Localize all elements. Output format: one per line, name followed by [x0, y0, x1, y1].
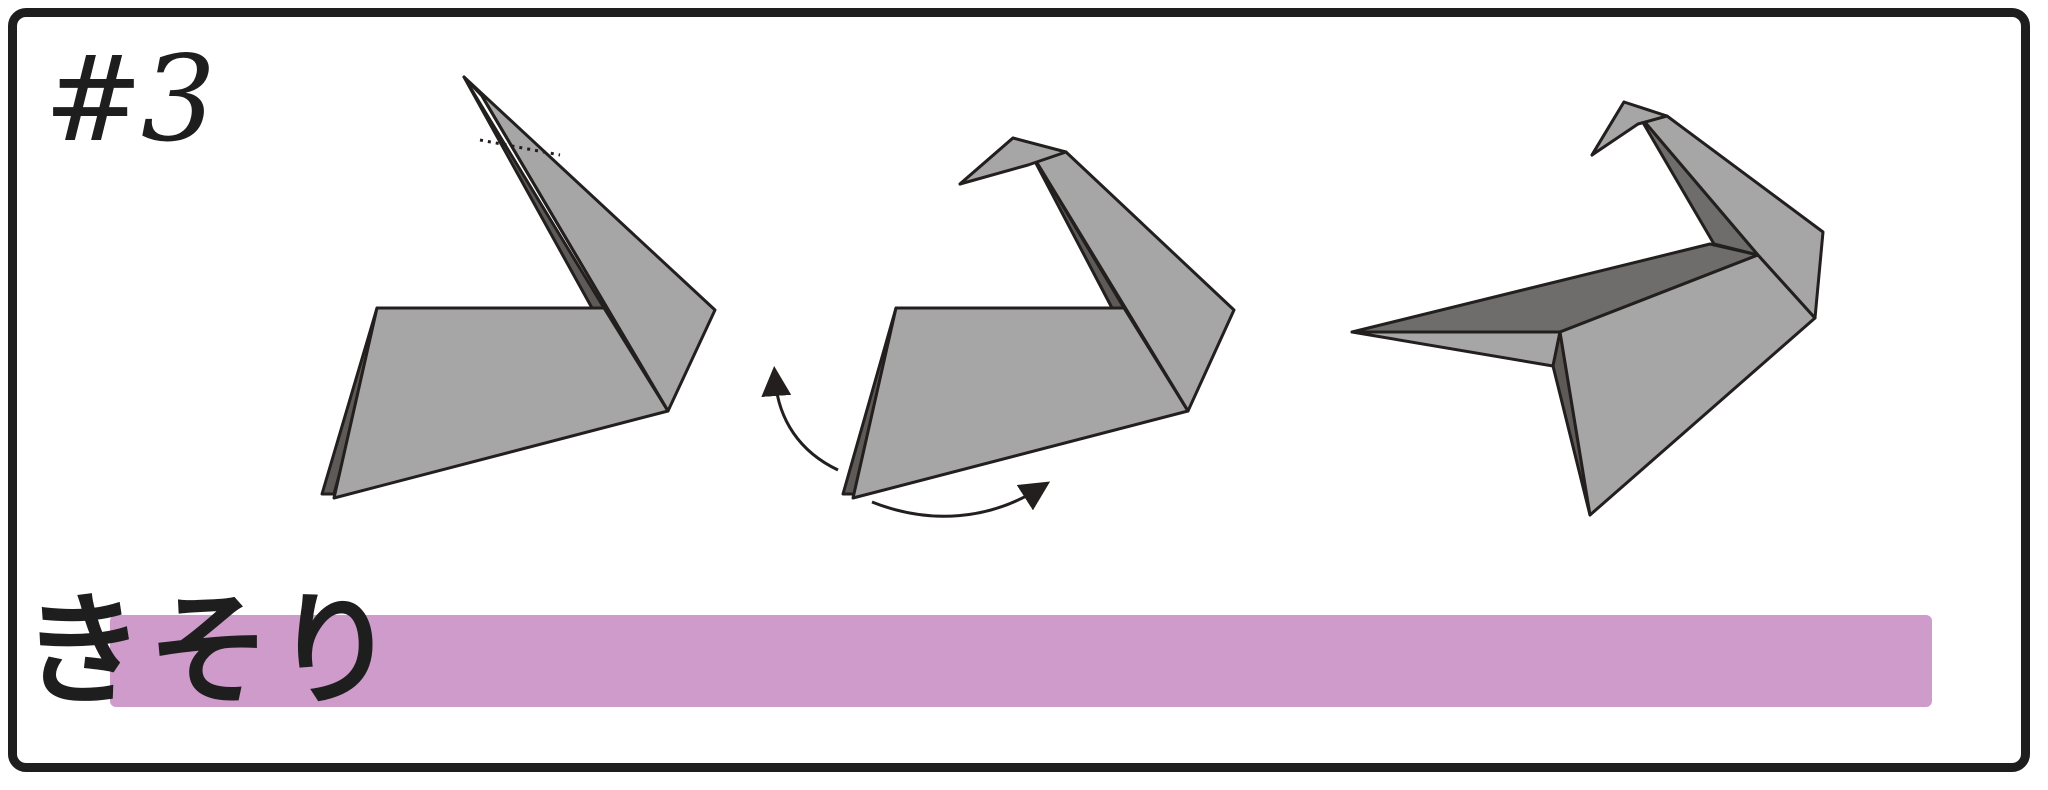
title-highlight-bar [110, 615, 1932, 707]
body-panel [851, 306, 1190, 500]
head-folded-model [841, 136, 1236, 500]
head-front [958, 136, 1068, 186]
neck-crease [1026, 147, 1190, 412]
body-panel [332, 306, 670, 500]
head-front [1590, 100, 1669, 157]
neck-crease [480, 95, 670, 412]
pre-fold-model [320, 75, 717, 500]
step-number: #3 [44, 30, 216, 168]
fold-line [479, 138, 561, 157]
finished-model [1350, 100, 1825, 517]
neck-back-edge [462, 75, 606, 310]
tail-underside [1350, 330, 1562, 368]
rotate-arrow-up [761, 366, 839, 472]
title-label: きそり [22, 580, 400, 722]
rotate-arrow-right [871, 481, 1051, 518]
